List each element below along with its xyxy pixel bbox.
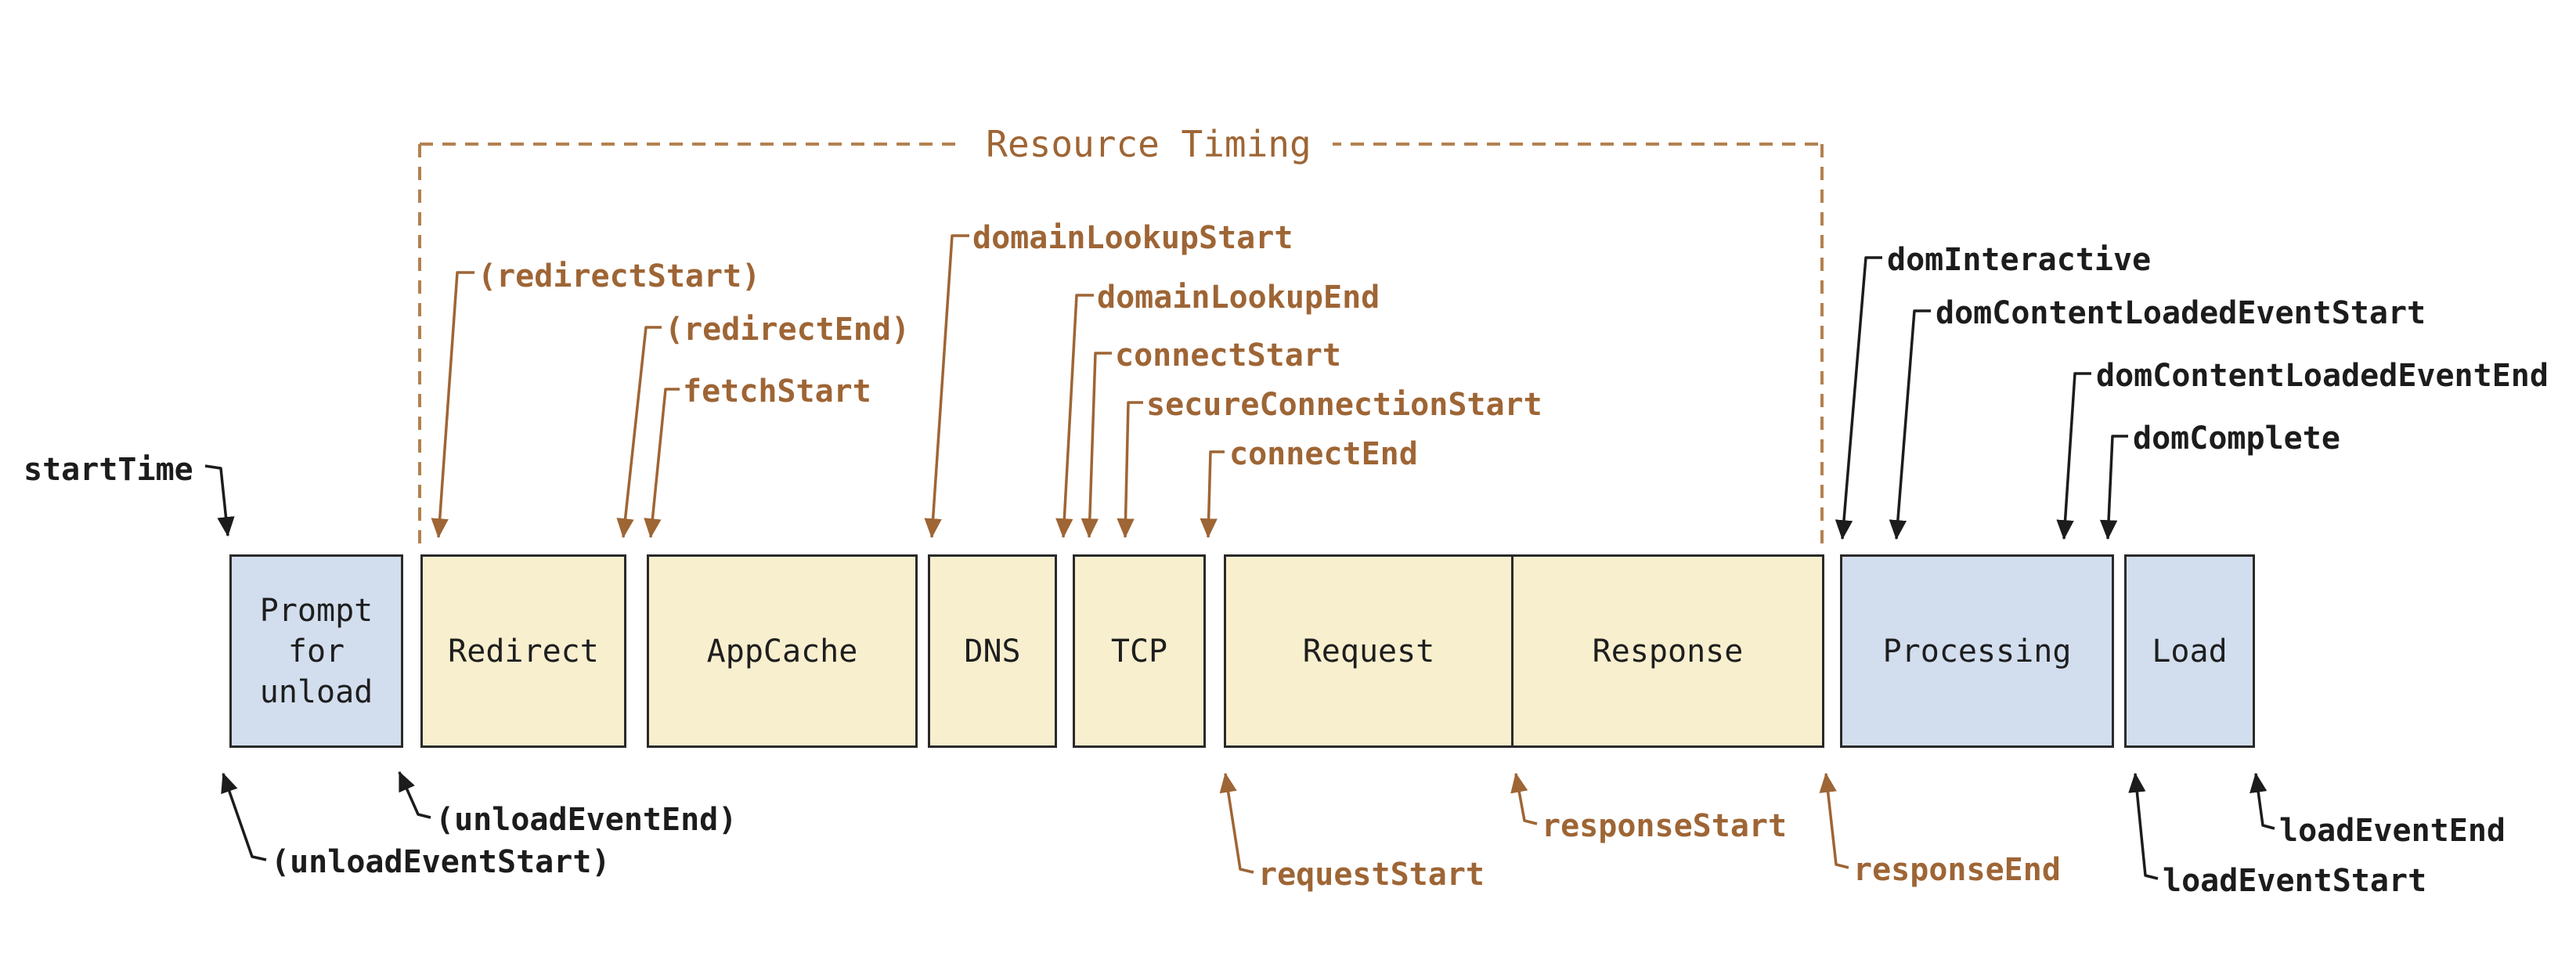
event-label-fetch-start: fetchStart [683,374,871,410]
navigation-event-arrows [204,256,2275,880]
arrow-dom-complete [2099,435,2128,540]
event-label-request-start: requestStart [1258,857,1485,893]
arrow-unload-event-end [398,771,431,819]
resource-timing-bracket [418,143,1824,548]
event-label-load-event-end: loadEventEnd [2279,813,2506,849]
event-label-connect-start: connectStart [1115,338,1341,374]
event-label-response-start: responseStart [1542,808,1788,844]
phase-box-processing: Processing [1840,554,2114,748]
arrow-request-start [1219,772,1254,874]
arrow-load-event-end [2249,772,2275,830]
event-label-load-event-start: loadEventStart [2163,863,2427,899]
arrow-unload-event-start [221,772,267,861]
event-label-redirect-start: (redirectStart) [478,258,761,294]
arrow-secure-connection-start [1117,401,1143,539]
resource-timing-title: Resource Timing [965,122,1333,166]
arrow-response-start [1510,772,1538,825]
phase-box-dns: DNS [928,554,1057,748]
arrow-dom-content-loaded-event-start [1889,309,1931,540]
event-label-connect-end: connectEnd [1229,436,1418,472]
arrow-redirect-start [431,271,474,539]
event-label-secure-connection-start: secureConnectionStart [1146,387,1542,423]
event-label-dom-complete: domComplete [2133,421,2340,457]
phase-box-prompt-for-unload: Prompt for unload [229,554,403,748]
arrow-connect-start [1081,352,1112,539]
event-label-unload-event-start: (unloadEventStart) [271,844,611,880]
arrow-response-end [1819,772,1849,869]
arrow-start-time [204,464,235,537]
event-label-start-time: startTime [23,452,193,488]
event-label-dom-content-loaded-event-start: domContentLoadedEventStart [1936,295,2426,331]
arrow-domain-lookup-end [1055,294,1094,539]
arrow-fetch-start [644,388,680,539]
event-label-unload-event-end: (unloadEventEnd) [435,802,738,838]
event-label-domain-lookup-start: domainLookupStart [972,220,1293,256]
phase-box-appcache: AppCache [647,554,918,748]
phase-box-load: Load [2124,554,2255,748]
arrow-domain-lookup-start [924,234,969,539]
phase-box-redirect: Redirect [420,554,626,748]
arrow-load-event-start [2128,772,2159,880]
resource-event-arrows [431,234,1849,874]
phase-box-request: Request [1224,554,1513,748]
arrow-dom-interactive [1835,256,1882,540]
event-label-dom-content-loaded-event-end: domContentLoadedEventEnd [2096,358,2549,394]
event-label-dom-interactive: domInteractive [1887,242,2152,278]
event-label-domain-lookup-end: domainLookupEnd [1097,280,1380,316]
arrow-connect-end [1200,450,1225,539]
arrow-redirect-end [616,326,662,539]
arrow-dom-content-loaded-event-end [2056,372,2091,540]
phase-box-response: Response [1511,554,1824,748]
phase-box-tcp: TCP [1073,554,1206,748]
event-label-response-end: responseEnd [1853,852,2061,888]
event-label-redirect-end: (redirectEnd) [665,312,911,348]
